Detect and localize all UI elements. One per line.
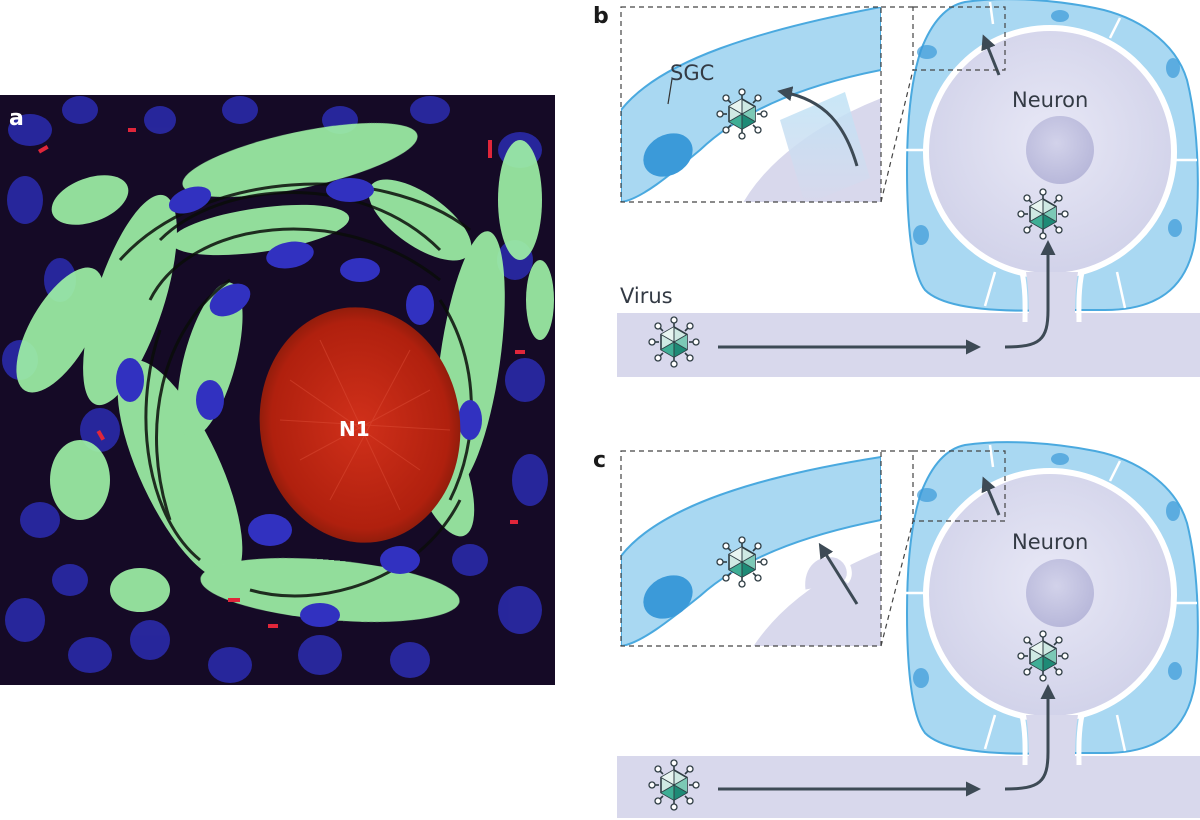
neuron-label-b: Neuron — [1012, 88, 1088, 112]
neuron-n1-cell — [259, 307, 461, 543]
panel-c-letter: c — [593, 448, 606, 473]
sgc-exit-arrow-c — [981, 476, 1001, 516]
virus-particle-soma-b — [1017, 188, 1069, 240]
virus-particle-soma-c — [1017, 630, 1069, 682]
neuron-cell-c — [905, 442, 1198, 765]
sgc-leader-line — [667, 78, 673, 105]
sgc-label: SGC — [670, 61, 714, 85]
sgc-exit-arrow-b — [981, 34, 1001, 76]
micrograph-neuron-label: N1 — [339, 417, 370, 441]
zoom-region-c — [912, 450, 1006, 522]
virus-label: Virus — [620, 284, 673, 308]
inset-c — [621, 451, 881, 646]
retrograde-arrow-b — [1004, 240, 1056, 349]
zoom-region-b — [912, 6, 1006, 71]
axon-c — [617, 755, 1200, 818]
neuron-cell-b — [905, 0, 1198, 322]
inset-b — [621, 7, 881, 202]
panel-a-letter: a — [9, 106, 24, 131]
axon-b — [617, 312, 1200, 377]
virus-particle-axon-c — [648, 759, 700, 811]
retrograde-arrow-c — [1004, 684, 1056, 791]
virus-particle-axon-b — [648, 316, 700, 368]
micrograph-panel: N1 — [0, 95, 555, 685]
neuron-label-c: Neuron — [1012, 530, 1088, 554]
panel-b-letter: b — [593, 4, 609, 29]
